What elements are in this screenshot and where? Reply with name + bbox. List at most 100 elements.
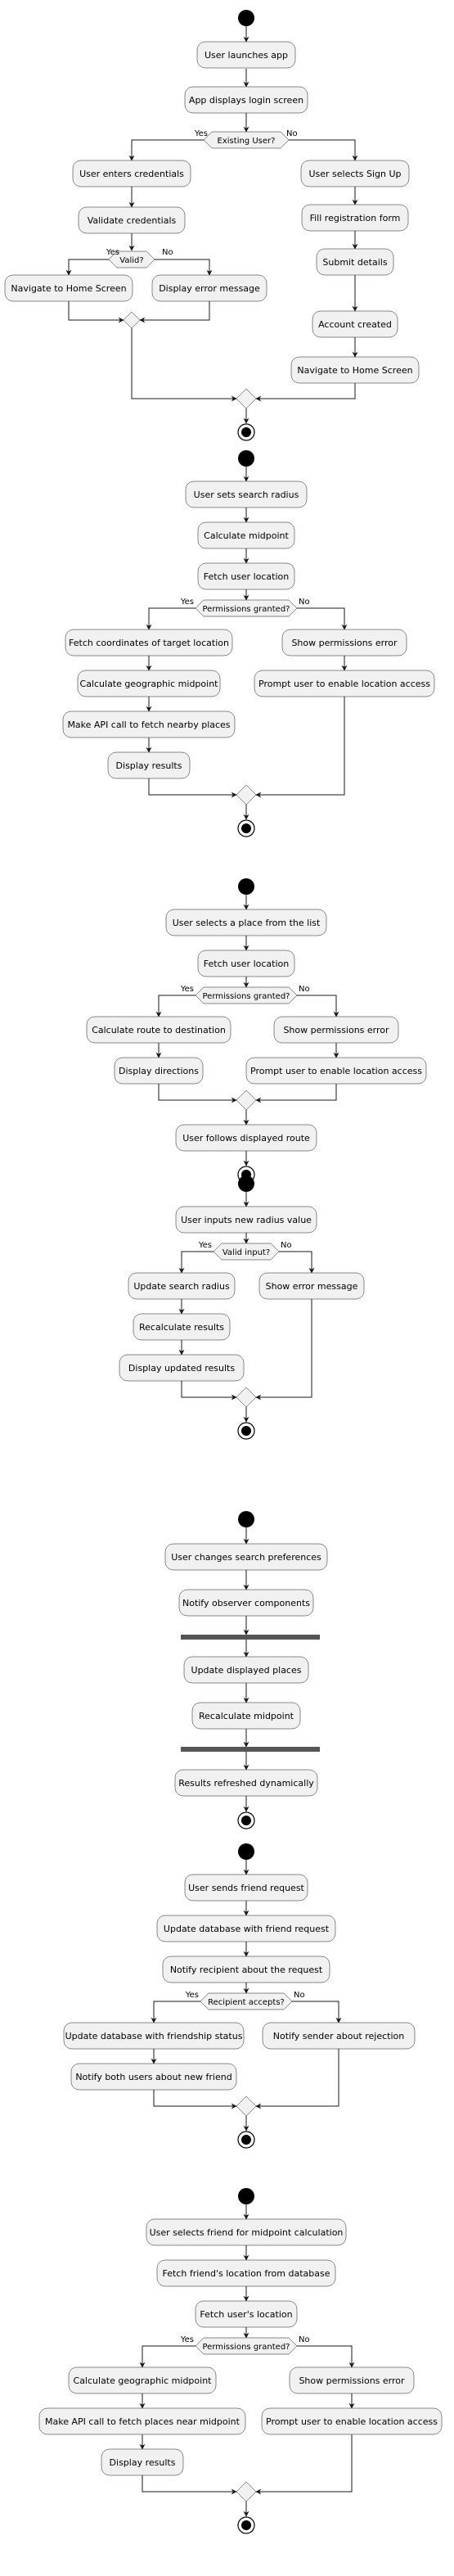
d4-edge-merge-a: [181, 1381, 237, 1401]
d1-step-validate-box: [78, 206, 186, 234]
d1-decision-existing-user-shape: [203, 131, 290, 149]
d4-yes-step-1-label: Recalculate results: [139, 1322, 224, 1333]
d3-no-label: No: [299, 985, 310, 994]
d2-yes-step-3: Display results: [107, 751, 191, 779]
d1-step-home-a-box: [4, 274, 133, 302]
d6-start: [238, 1843, 254, 1860]
d4-merge: [236, 1387, 257, 1408]
d2-yes-step-3-box: [107, 751, 191, 779]
d2-yes-step-2: Make API call to fetch nearby places: [62, 711, 236, 738]
d2-step-2-label: Fetch user location: [204, 571, 289, 582]
d6-yes-step-1-box: [70, 2063, 237, 2091]
d4-no-step-0-label: Show error message: [266, 1281, 358, 1292]
d1-merge-final-shape: [236, 388, 257, 409]
d6-no-step-0-box: [262, 2022, 416, 2050]
d4-start: [238, 1175, 254, 1192]
d3-no-step-1-label: Prompt user to enable location access: [250, 1066, 422, 1076]
d6-yes-step-0-box: [63, 2022, 245, 2050]
d6-edge-no: [292, 2001, 342, 2023]
d7-yes-step-1-label: Make API call to fetch places near midpo…: [45, 2416, 240, 2427]
d1-step-launch-box: [196, 41, 296, 69]
d1-step-signup: User selects Sign Up: [300, 160, 410, 187]
d3-no-step-1-box: [245, 1057, 427, 1085]
d7-edge-merge-a: [142, 2475, 237, 2495]
d6-merge: [236, 2096, 257, 2117]
d5-step-1-label: Notify observer components: [182, 1598, 310, 1608]
d1-edge-merge-b: [139, 301, 210, 323]
d6-no-step-0-label: Notify sender about rejection: [273, 2031, 405, 2041]
d1-step-home-b-label: Navigate to Home Screen: [297, 365, 412, 376]
d2-yes-step-2-label: Make API call to fetch nearby places: [67, 720, 230, 730]
d4-decision-label: Valid input?: [223, 1248, 270, 1257]
d3-yes-step-0: Calculate route to destination: [86, 1016, 231, 1044]
d6-edge-merge-b: [255, 2049, 339, 2109]
d5-fork-0: Update displayed places: [183, 1656, 309, 1684]
d6-yes-step-1-label: Notify both users about new friend: [75, 2072, 231, 2082]
d1-step-validate: Validate credentials: [78, 206, 186, 234]
d4-yes-step-0: Update search radius: [128, 1272, 236, 1300]
d1-step-home-a: Navigate to Home Screen: [4, 274, 133, 302]
d6-decision-label: Recipient accepts?: [208, 1998, 285, 2007]
d6-step-2-box: [162, 1956, 330, 1983]
d6-step-2-label: Notify recipient about the request: [170, 1965, 323, 1975]
d6-yes-label: Yes: [185, 1991, 199, 2000]
d2-step-0: User sets search radius: [185, 480, 308, 508]
d1-edge-merge-a: [68, 301, 124, 323]
d3-step-1-label: Fetch user location: [204, 959, 289, 969]
d7-step-0-label: User selects friend for midpoint calcula…: [150, 2227, 344, 2238]
d5-start: [238, 1511, 254, 1527]
d3-after-0-label: User follows displayed route: [182, 1133, 310, 1144]
d7-decision: Permissions granted?: [195, 2337, 298, 2355]
d6-step-1-box: [156, 1915, 336, 1942]
d6-end-ring: [237, 2131, 255, 2149]
d2-edge-no: [297, 607, 348, 630]
d1-yes-label: Yes: [194, 129, 208, 138]
d2-decision-label: Permissions granted?: [203, 605, 290, 614]
d1-no-label: No: [286, 129, 298, 138]
d5-step-1-box: [178, 1589, 314, 1617]
d1-end-dot: [241, 427, 251, 437]
d7-yes-step-2: Display results: [101, 2448, 184, 2476]
d5-step-1: Notify observer components: [178, 1589, 314, 1617]
d1-step-signup-label: User selects Sign Up: [308, 169, 401, 179]
d6-no-label: No: [294, 1991, 305, 2000]
d2-merge: [236, 784, 257, 805]
d2-yes-step-3-label: Display results: [116, 760, 182, 771]
d4-edge-yes: [178, 1251, 214, 1274]
d4-no-step-0: Show error message: [258, 1272, 365, 1300]
d7-end-ring: [237, 2516, 255, 2534]
d1-step-validate-label: Validate credentials: [88, 215, 177, 226]
d7-yes-step-0: Calculate geographic midpoint: [68, 2366, 217, 2394]
d1-start: [238, 10, 254, 26]
d3-no-step-0: Show permissions error: [273, 1016, 399, 1044]
d2-yes-step-0-label: Fetch coordinates of target location: [69, 638, 229, 648]
d4-yes-step-0-box: [128, 1272, 236, 1300]
d2-step-2: Fetch user location: [197, 562, 295, 590]
d5-step-0-label: User changes search preferences: [171, 1552, 321, 1563]
d1-step-error: Display error message: [151, 274, 267, 302]
d2-step-0-box: [185, 480, 308, 508]
d4-no-label: No: [281, 1241, 292, 1250]
d2-yes-label: Yes: [180, 598, 194, 607]
d1-edge-yes: [128, 139, 204, 161]
d3-after-0: User follows displayed route: [175, 1124, 317, 1152]
d3-edge-yes: [155, 995, 196, 1017]
d6-yes-step-1: Notify both users about new friend: [70, 2063, 237, 2091]
d2-no-step-1-box: [254, 670, 435, 697]
d7-no-step-0-label: Show permissions error: [299, 2375, 405, 2386]
d5-after-0-box: [174, 1769, 318, 1797]
d3-edge-merge-b: [255, 1084, 337, 1103]
d2-yes-step-0-box: [65, 629, 233, 656]
d1-decision-existing-user-label: Existing User?: [218, 137, 276, 146]
d3-step-0-box: [165, 909, 327, 936]
d1-step-account-created-label: Account created: [318, 319, 392, 330]
d3-yes-step-1: Display directions: [114, 1057, 204, 1085]
d7-start: [238, 2188, 254, 2204]
d6-step-1: Update database with friend request: [156, 1915, 336, 1942]
d4-step-0-label: User inputs new radius value: [181, 1215, 312, 1225]
d3-edge-merge-a: [158, 1084, 237, 1103]
d1-step-account-created: Account created: [312, 310, 398, 338]
d1-step-login-screen: App displays login screen: [184, 86, 308, 114]
